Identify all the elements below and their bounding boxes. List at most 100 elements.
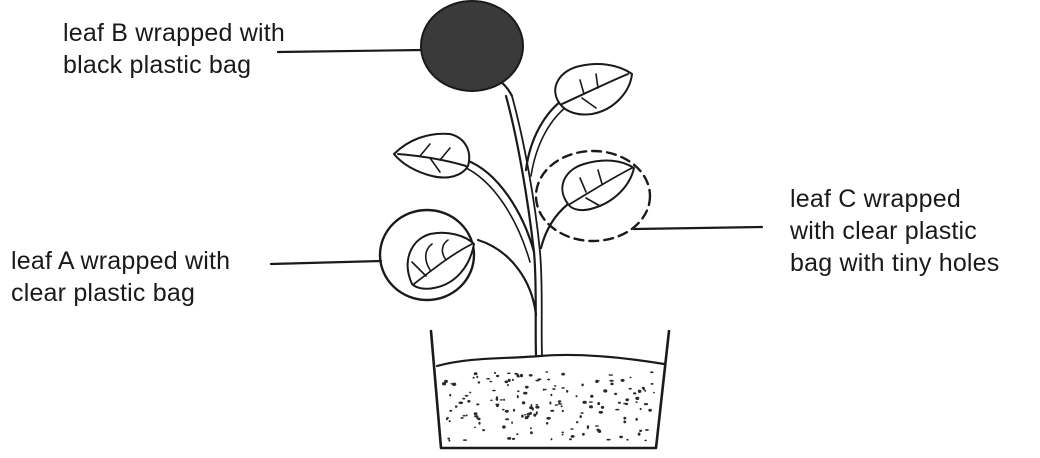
soil-speckle: [449, 420, 451, 422]
soil-speckle: [636, 418, 638, 421]
soil-speckle: [589, 401, 593, 403]
soil-speckle: [496, 396, 498, 398]
soil-speckle: [507, 373, 511, 375]
soil-speckle: [614, 393, 617, 395]
soil-speckle: [490, 400, 493, 401]
soil-speckle: [527, 413, 531, 416]
soil-speckle: [587, 426, 589, 429]
soil-speckle: [520, 374, 523, 377]
soil-speckle: [473, 377, 475, 379]
soil-speckle: [597, 402, 600, 405]
soil-speckle: [621, 379, 625, 382]
soil-speckle: [505, 380, 509, 383]
soil-speckle: [582, 433, 585, 436]
soil-surface: [437, 355, 664, 366]
soil-speckle: [635, 397, 639, 400]
black-bag-icon: [421, 1, 523, 91]
soil-speckle: [571, 435, 575, 438]
soil-speckle: [545, 389, 547, 391]
soil-speckle: [478, 381, 481, 383]
leaf-c-label-line-3: bag with tiny holes: [790, 247, 999, 279]
soil-speckle: [535, 404, 538, 406]
soil-speckle: [535, 406, 539, 409]
soil-speckle: [536, 411, 538, 414]
soil-speckle: [476, 403, 479, 405]
leaf-c-label-line-1: leaf C wrapped: [790, 183, 999, 215]
soil-speckle: [633, 392, 636, 394]
soil-speckle: [581, 384, 583, 387]
leader-line-leaf-a: [271, 261, 381, 264]
soil-speckle: [561, 432, 564, 434]
soil-speckle: [449, 394, 451, 397]
soil-speckle: [554, 385, 557, 386]
soil-speckle: [507, 437, 511, 440]
soil-speckle: [476, 376, 478, 379]
leaf-b-black-bag: [421, 1, 523, 91]
soil-speckle: [466, 414, 468, 416]
soil-speckle: [513, 409, 515, 412]
soil-speckle: [444, 380, 448, 383]
leaf-a-label-line-1: leaf A wrapped with: [11, 245, 230, 277]
soil-speckle: [636, 401, 638, 403]
soil-speckle: [545, 371, 548, 372]
soil-speckle: [452, 383, 456, 386]
pot: [431, 331, 669, 448]
soil-speckle: [546, 422, 548, 425]
soil-speckles: [442, 371, 655, 442]
soil-speckle: [644, 390, 646, 392]
soil-speckle: [638, 433, 641, 436]
soil-speckle: [623, 421, 626, 424]
soil-speckle: [449, 410, 452, 412]
soil-speckle: [624, 417, 626, 419]
soil-speckle: [512, 438, 515, 440]
soil-speckle: [494, 372, 496, 374]
soil-speckle: [570, 428, 573, 430]
soil-speckle: [638, 390, 642, 393]
soil-speckle: [595, 380, 598, 383]
soil-speckle: [502, 425, 506, 428]
soil-speckle: [450, 383, 452, 384]
soil-speckle: [492, 390, 496, 392]
soil-speckle: [582, 401, 586, 404]
soil-speckle: [610, 383, 613, 386]
soil-speckle: [503, 399, 505, 401]
soil-speckle: [547, 379, 550, 381]
soil-speckle: [502, 409, 505, 411]
soil-speckle: [447, 438, 450, 440]
soil-speckle: [609, 380, 613, 382]
soil-speckle: [562, 410, 564, 412]
soil-speckle: [474, 427, 476, 428]
soil-speckle: [467, 400, 470, 403]
soil-speckle: [455, 405, 458, 407]
soil-speckle: [529, 374, 533, 377]
soil-speckle: [486, 378, 490, 380]
leader-line-leaf-b: [278, 50, 423, 52]
soil-speckle: [505, 418, 509, 420]
leaf-a-label: leaf A wrapped with clear plastic bag: [11, 245, 230, 309]
soil-speckle: [505, 410, 509, 413]
soil-speckle: [511, 422, 513, 424]
leader-line-leaf-c: [634, 227, 762, 229]
soil-speckle: [642, 387, 645, 389]
soil-speckle: [606, 439, 610, 441]
soil-speckle: [555, 404, 559, 406]
pot-outline: [431, 331, 669, 448]
soil-speckle: [576, 395, 578, 397]
soil-speckle: [609, 374, 614, 376]
soil-speckle: [462, 398, 465, 400]
soil-speckle: [651, 383, 654, 385]
soil-speckle: [623, 403, 626, 405]
soil-speckle: [474, 412, 478, 415]
soil-speckle: [530, 427, 532, 429]
soil-speckle: [590, 395, 593, 398]
soil-speckle: [550, 410, 554, 412]
soil-speckle: [589, 405, 593, 408]
soil-speckle: [533, 414, 536, 417]
soil-speckle: [561, 373, 565, 376]
leaf-b-label-line-1: leaf B wrapped with: [63, 17, 285, 49]
soil-speckle: [459, 402, 464, 405]
soil-speckle: [517, 395, 519, 398]
soil-speckle: [561, 405, 563, 407]
soil-speckle: [514, 373, 517, 375]
stem-to-leaf-upper-right: [526, 98, 565, 170]
